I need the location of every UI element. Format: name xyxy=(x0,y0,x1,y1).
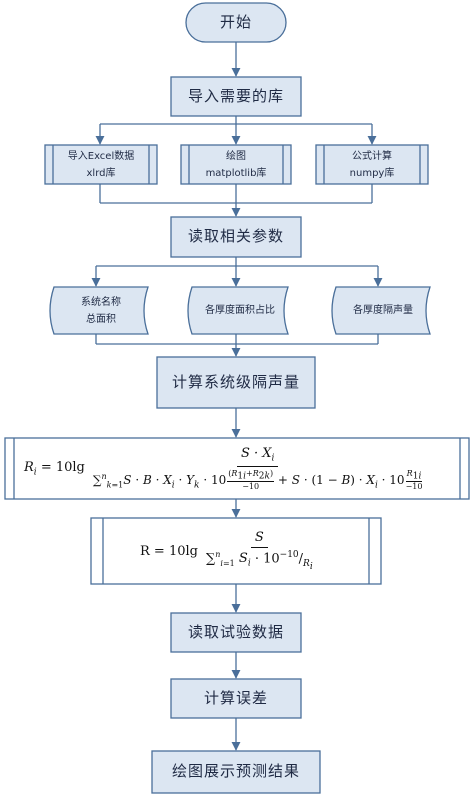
read-params-box-shape xyxy=(170,216,302,258)
import-box-shape xyxy=(170,76,302,117)
param-shape-1 xyxy=(49,286,149,335)
formula-r-lhs: R = 10lg xyxy=(140,543,198,559)
formula-ri: Ri = 10lg S · Xi ∑nk=1S · B · Xi · Yk · … xyxy=(24,438,454,499)
read-test-box-shape xyxy=(170,612,302,653)
error-box-shape xyxy=(170,678,302,719)
calc-box-shape xyxy=(156,356,316,409)
lib-box-3 xyxy=(315,144,429,185)
plot-results-step: 绘图展示预测结果 xyxy=(171,762,300,781)
param-shape-2 xyxy=(187,286,289,335)
library-matplotlib: 绘图 matplotlib库 xyxy=(205,150,267,179)
connectors xyxy=(91,42,383,751)
formula-box-1 xyxy=(4,437,470,500)
param-sound-insulation: 各厚度隔声量 xyxy=(353,305,413,316)
formula-r-fraction: S ∑ni=1 Si · 10−10/Ri xyxy=(205,530,313,572)
formula-boxes xyxy=(4,437,470,585)
library-numpy: 公式计算 numpy库 xyxy=(349,150,395,179)
read-test-data-step: 读取试验数据 xyxy=(187,622,284,641)
calc-sound-insulation-step: 计算系统级隔声量 xyxy=(171,372,300,391)
start-node-shape xyxy=(185,2,287,43)
formula-ri-fraction: S · Xi ∑nk=1S · B · Xi · Yk · 10(R1i+R2k… xyxy=(92,445,423,492)
lib-box-1 xyxy=(44,144,158,185)
library-xlrd: 导入Excel数据 xlrd库 xyxy=(67,150,135,179)
plot-box-shape xyxy=(151,750,321,794)
import-libraries-step: 导入需要的库 xyxy=(187,86,284,105)
read-params-step: 读取相关参数 xyxy=(187,227,284,246)
formula-ri-eq: = 10lg xyxy=(36,459,85,475)
param-area-ratio: 各厚度面积占比 xyxy=(205,305,275,316)
formula-r: R = 10lg S ∑ni=1 Si · 10−10/Ri xyxy=(140,518,370,584)
param-shape-3 xyxy=(331,286,431,335)
library-boxes xyxy=(44,144,429,185)
param-shapes xyxy=(49,286,431,335)
start-node: 开始 xyxy=(219,12,252,31)
calc-error-step: 计算误差 xyxy=(203,688,268,707)
lib-box-2 xyxy=(180,144,292,185)
param-system-name-area: 系统名称 总面积 xyxy=(81,296,121,325)
formula-ri-lhs: R xyxy=(24,459,34,475)
formula-box-2 xyxy=(90,517,382,585)
